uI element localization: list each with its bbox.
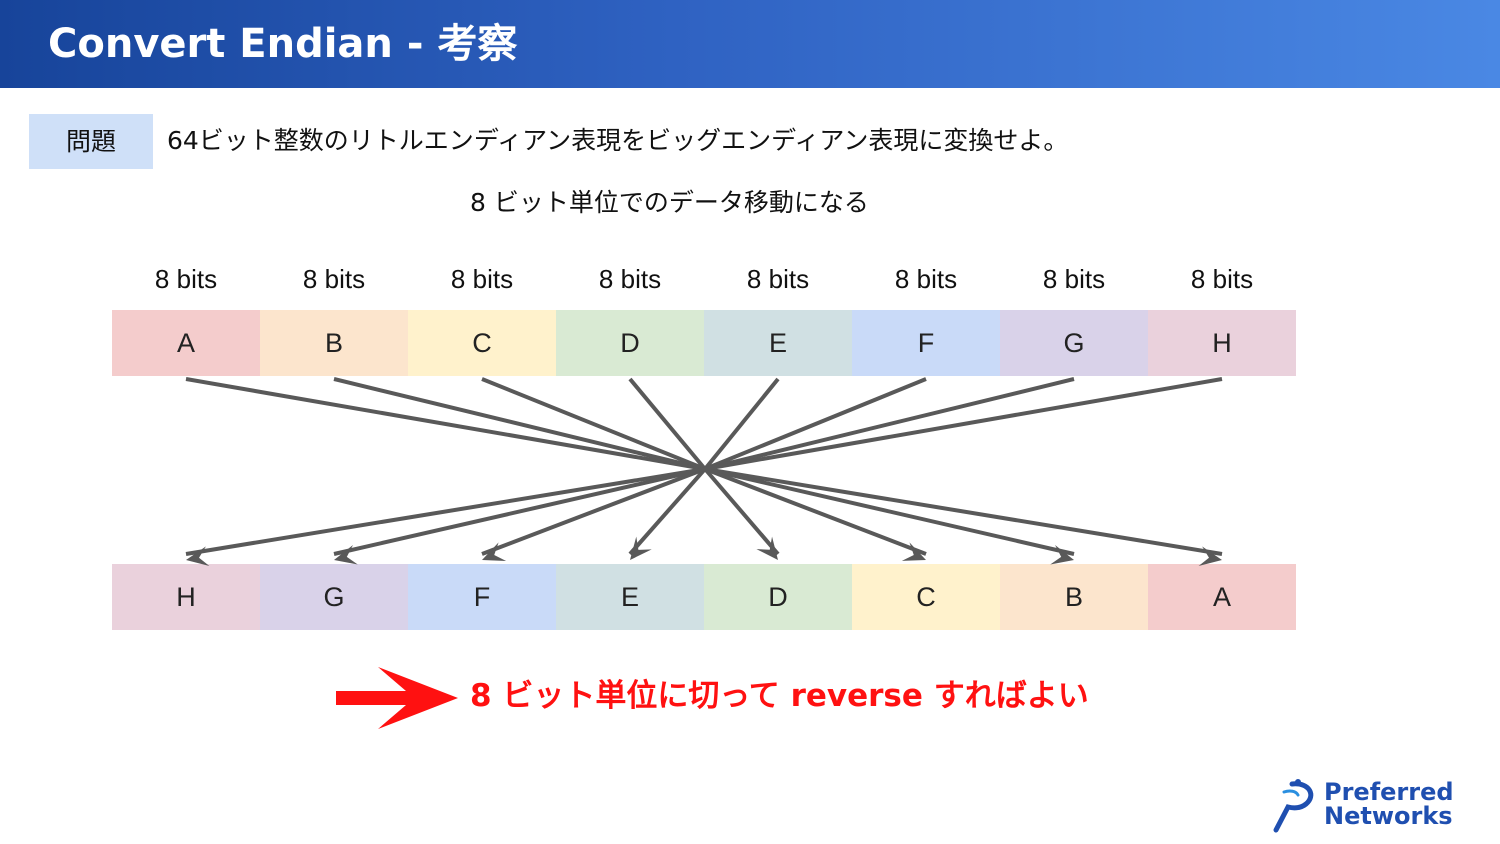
arrow-c-end xyxy=(704,467,927,556)
arrow-f-end xyxy=(481,467,706,556)
arrow-g-end xyxy=(333,467,706,556)
bits-label: 8 bits xyxy=(450,264,514,294)
arrow-b-start xyxy=(333,377,706,471)
logo-line-2: Networks xyxy=(1324,802,1453,830)
top-cell-f: F xyxy=(852,310,1000,376)
bottom-cell-g: G xyxy=(260,564,408,630)
arrow-g-start xyxy=(704,377,1075,471)
top-cell-b: B xyxy=(260,310,408,376)
red-arrow-icon xyxy=(336,667,458,729)
arrow-a-end xyxy=(704,467,1223,556)
arrowhead-a xyxy=(1198,546,1222,567)
arrow-e-start xyxy=(703,377,780,471)
top-cell-c: C xyxy=(408,310,556,376)
bits-label: 8 bits xyxy=(1190,264,1254,294)
pfn-logo-icon xyxy=(1273,779,1314,833)
bottom-cell-c: C xyxy=(852,564,1000,630)
arrow-f-start xyxy=(704,377,927,471)
top-cell-g: G xyxy=(1000,310,1148,376)
arrowhead-g xyxy=(334,545,358,565)
top-cell-a: A xyxy=(112,310,260,376)
bottom-cell-b: B xyxy=(1000,564,1148,630)
bottom-cell-d: D xyxy=(704,564,852,630)
arrow-c-start xyxy=(481,377,706,471)
bottom-cell-a: A xyxy=(1148,564,1296,630)
bits-label: 8 bits xyxy=(598,264,662,294)
page-title: Convert Endian - 考察 xyxy=(48,21,518,67)
arrow-e-end xyxy=(628,467,707,556)
conclusion-text: 8 ビット単位に切って reverse すればよい xyxy=(470,678,1089,714)
arrowhead-e xyxy=(630,536,652,560)
arrowhead-f xyxy=(482,542,507,561)
top-cell-d: D xyxy=(556,310,704,376)
bits-label: 8 bits xyxy=(894,264,958,294)
arrow-d-start xyxy=(628,377,707,471)
arrow-d-end xyxy=(703,467,780,556)
header-bar: Convert Endian - 考察 xyxy=(0,0,1500,88)
arrow-h-start xyxy=(704,377,1223,471)
bits-label: 8 bits xyxy=(302,264,366,294)
bits-label: 8 bits xyxy=(746,264,810,294)
top-cell-h: H xyxy=(1148,310,1296,376)
diagram-subtitle: 8 ビット単位でのデータ移動になる xyxy=(470,188,869,217)
problem-text: 64ビット整数のリトルエンディアン表現をビッグエンディアン表現に変換せよ。 xyxy=(167,126,1069,155)
bits-label: 8 bits xyxy=(1042,264,1106,294)
bottom-cell-e: E xyxy=(556,564,704,630)
arrow-a-start xyxy=(185,377,706,471)
bottom-cell-h: H xyxy=(112,564,260,630)
arrow-b-end xyxy=(704,467,1075,556)
top-cell-e: E xyxy=(704,310,852,376)
logo-wordmark: Preferred Networks xyxy=(1324,780,1454,828)
arrowhead-h xyxy=(186,546,210,567)
logo-line-1: Preferred xyxy=(1324,778,1454,806)
bottom-cell-f: F xyxy=(408,564,556,630)
preferred-networks-logo: Preferred Networks xyxy=(1270,778,1484,834)
arrowhead-c xyxy=(901,542,926,561)
bits-label: 8 bits xyxy=(154,264,218,294)
problem-label: 問題 xyxy=(29,114,153,169)
arrowhead-b xyxy=(1050,545,1074,565)
arrow-h-end xyxy=(185,467,706,556)
arrowhead-d xyxy=(756,536,778,560)
